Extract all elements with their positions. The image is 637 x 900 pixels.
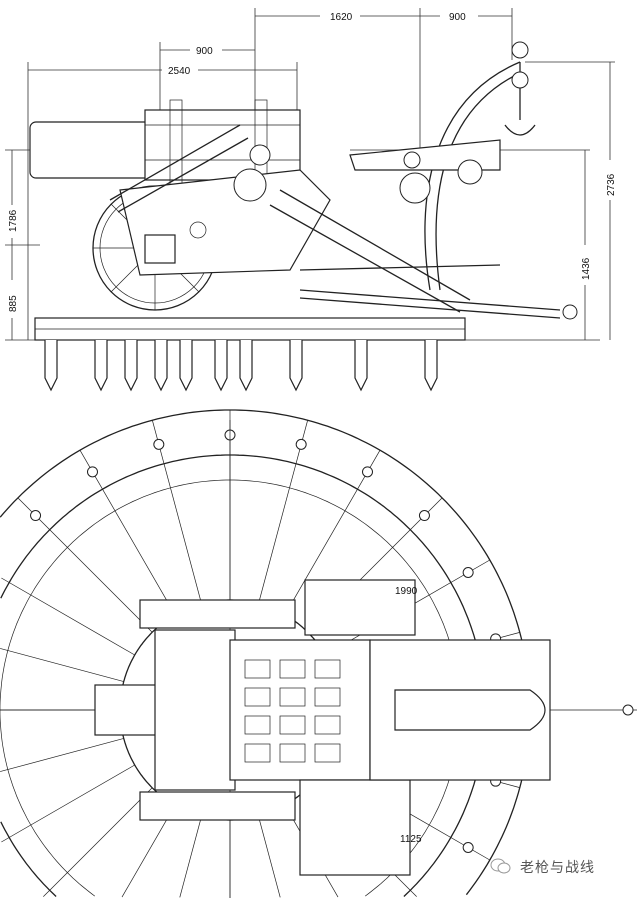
platform-beam: [258, 816, 281, 898]
breech-plate: [279, 743, 306, 763]
dim-1990: 1990: [395, 586, 418, 597]
ground-platform: [34, 317, 466, 392]
breech-plate: [314, 659, 341, 679]
platform-bolt: [295, 438, 307, 450]
plan-barrel: [94, 629, 371, 791]
platform-beam: [0, 738, 124, 772]
breech-plate: [314, 687, 341, 707]
platform-beam: [0, 648, 124, 682]
platform-beam: [258, 420, 308, 604]
ground-stake: [214, 340, 228, 392]
breech-plate: [279, 715, 306, 735]
breech-plate: [314, 715, 341, 735]
ground-stake: [179, 340, 193, 392]
wechat-icon: [490, 858, 511, 874]
breech-plate: [279, 659, 306, 679]
dim-885: 885: [8, 295, 19, 312]
breech-plate: [244, 743, 271, 763]
plan-view: 1990 1125: [0, 409, 637, 898]
watermark-text: 老枪与战线: [520, 859, 595, 875]
platform-bolt: [30, 510, 42, 522]
platform-bolt: [418, 510, 430, 522]
ground-stake: [354, 340, 368, 392]
dim-2540: 2540: [168, 66, 191, 77]
platform-bolt: [462, 842, 474, 853]
trail: [299, 289, 578, 320]
plan-ammunition-tray: [299, 579, 634, 876]
platform-beam: [43, 787, 153, 897]
plan-side-frames: [139, 599, 296, 821]
ground-stake: [289, 340, 303, 392]
platform-beam: [152, 420, 202, 604]
breech-plate: [279, 687, 306, 707]
platform-bolt: [362, 466, 373, 478]
howitzer-barrel: [29, 99, 301, 191]
dim-1620: 1620: [330, 12, 353, 23]
carriage-frame: [109, 124, 501, 313]
platform-bolt: [153, 438, 165, 450]
ground-stake: [44, 340, 58, 392]
platform-bolt: [87, 466, 98, 478]
ground-stake: [424, 340, 438, 392]
dim-900-barrel: 900: [196, 46, 213, 57]
side-view: 1620 900 900 2540 1786 885 1436 2736: [5, 8, 617, 392]
breech-plate: [314, 743, 341, 763]
breech-plate: [244, 659, 271, 679]
breech-plate: [244, 715, 271, 735]
platform-bolt: [462, 567, 474, 578]
platform-beam: [17, 497, 153, 633]
platform-beam: [179, 816, 202, 898]
ground-stake: [154, 340, 168, 392]
dim-900-top: 900: [449, 12, 466, 23]
ground-stake: [239, 340, 253, 392]
dim-1125: 1125: [400, 834, 422, 845]
ground-stake: [124, 340, 138, 392]
dim-2736: 2736: [606, 173, 617, 196]
platform-beam: [1, 764, 135, 843]
platform-beam: [79, 450, 176, 615]
ground-stake: [94, 340, 108, 392]
platform-beam: [1, 577, 135, 656]
breech-plate: [244, 687, 271, 707]
loading-crane: [349, 41, 536, 291]
firing-platform-ring: [0, 409, 531, 898]
platform-beam: [284, 450, 381, 615]
dim-1436: 1436: [581, 257, 592, 280]
dim-1786: 1786: [8, 209, 19, 232]
